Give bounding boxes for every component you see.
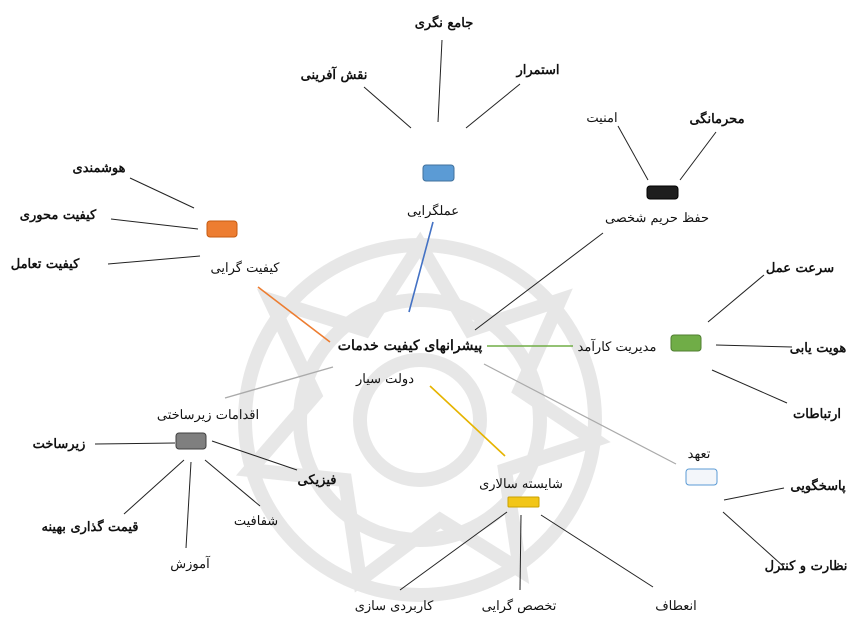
node-sorat-amal: سرعت عمل bbox=[766, 261, 834, 276]
node-keyfiat-taamol: کیفیت تعامل bbox=[11, 257, 80, 272]
link-taahod bbox=[483, 363, 677, 465]
node-karbordi: کاربردی سازی bbox=[355, 599, 434, 614]
hub-taahod-label: تعهد bbox=[688, 447, 711, 462]
hub-eqdamat-label: اقدامات زیرساختی bbox=[157, 408, 259, 423]
hub-keyfiat-label: کیفیت گرایی bbox=[211, 260, 281, 276]
node-mahramanegi: محرمانگی bbox=[689, 110, 744, 127]
hub-amalgaraei-label: عملگرایی bbox=[407, 203, 459, 219]
link-keyfiat bbox=[257, 286, 331, 343]
link-shayeste bbox=[429, 385, 506, 457]
node-amniat: امنیت bbox=[586, 111, 617, 126]
hub-keyfiat-box bbox=[206, 220, 238, 238]
labels: پیشرانهای کیفیت خدمات عملگرایی جامع نگری… bbox=[11, 14, 848, 614]
hub-harim-box bbox=[646, 185, 679, 200]
node-takhassos: تخصص گرایی bbox=[482, 598, 557, 614]
node-keyfiat-mehvari: کیفیت محوری bbox=[20, 208, 97, 223]
link-amalgaraei bbox=[408, 221, 434, 313]
link-eqdamat bbox=[224, 366, 334, 399]
node-nezarat: نظارت و کنترل bbox=[765, 559, 848, 574]
hub-shayeste-label: شایسته سالاری bbox=[479, 477, 563, 492]
center-label: پیشرانهای کیفیت خدمات bbox=[338, 338, 483, 354]
hub-modiriat-box bbox=[670, 334, 702, 352]
node-hoviat-yabi: هویت یابی bbox=[790, 341, 847, 356]
dolat-sayar-label: دولت سیار bbox=[355, 372, 414, 387]
hub-harim-label: حفظ حریم شخصی bbox=[605, 211, 709, 226]
hub-shayeste-box bbox=[507, 496, 540, 508]
node-amuzesh: آموزش bbox=[170, 555, 211, 572]
hub-amalgaraei-box bbox=[422, 164, 455, 182]
node-ertebatat: ارتباطات bbox=[793, 407, 841, 422]
watermark-rosette bbox=[235, 231, 611, 602]
node-qeimat: قیمت گذاری بهینه bbox=[42, 518, 139, 535]
hub-taahod-box bbox=[685, 468, 718, 486]
node-estemrar: استمرار bbox=[515, 63, 559, 78]
node-hoshmandi: هوشمندی bbox=[73, 161, 126, 176]
node-fiziki: فیزیکی bbox=[298, 473, 337, 488]
link-harim bbox=[474, 232, 604, 331]
node-enetaf: انعطاف bbox=[655, 599, 697, 614]
hub-modiriat-label: مدیریت کارآمد bbox=[578, 338, 657, 355]
connectors bbox=[94, 39, 793, 591]
node-zirsakht: زیرساخت bbox=[33, 437, 86, 452]
node-jame-negari: جامع نگری bbox=[415, 14, 474, 31]
node-naqsh-afarini: نقش آفرینی bbox=[301, 66, 368, 83]
node-pasokhguyi: پاسخگویی bbox=[790, 477, 846, 494]
node-shafafiat: شفافیت bbox=[234, 514, 278, 529]
hub-eqdamat-box bbox=[175, 432, 207, 450]
